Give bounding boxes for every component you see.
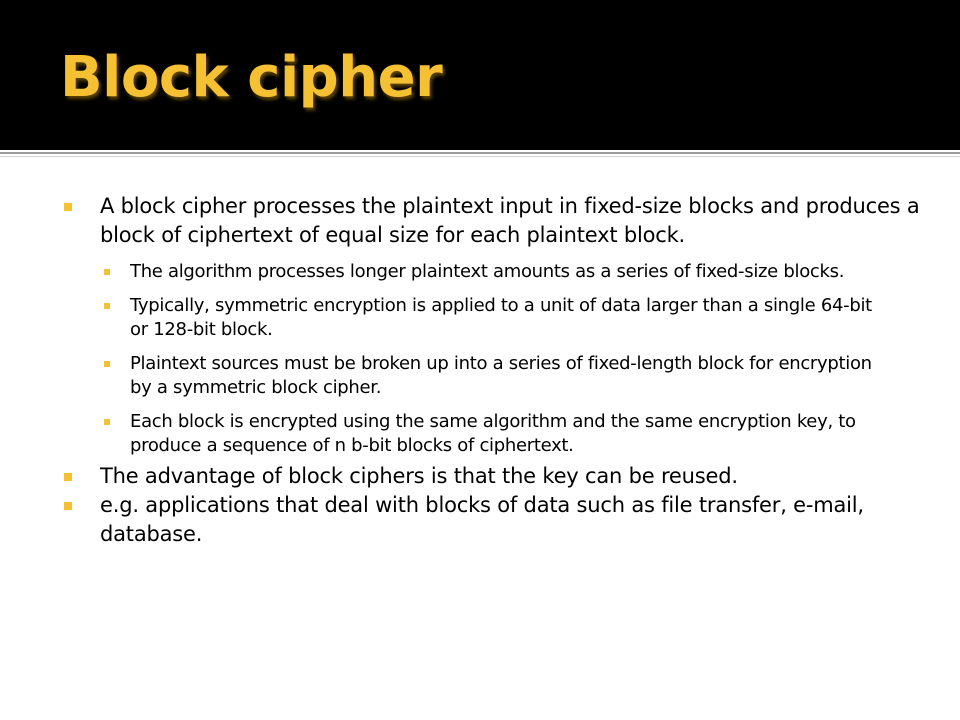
bullet-text: A block cipher processes the plaintext i…: [100, 194, 920, 247]
slide-content: A block cipher processes the plaintext i…: [60, 192, 920, 549]
sub-bullet-text: Plaintext sources must be broken up into…: [130, 353, 872, 398]
sub-bullet-list: The algorithm processes longer plaintext…: [60, 260, 920, 458]
title-bar: Block cipher: [0, 0, 960, 150]
divider-line-thin: [0, 156, 960, 157]
sub-bullet-each-block: Each block is encrypted using the same a…: [100, 410, 880, 458]
sub-bullet-text: The algorithm processes longer plaintext…: [130, 261, 845, 282]
sub-bullet-text: Typically, symmetric encryption is appli…: [130, 295, 872, 340]
square-bullet-icon: [104, 419, 110, 425]
square-bullet-icon: [104, 303, 110, 309]
square-bullet-icon: [64, 203, 72, 211]
sub-bullet-text: Each block is encrypted using the same a…: [130, 411, 856, 456]
bullet-advantage: The advantage of block ciphers is that t…: [60, 462, 920, 491]
sub-bullet-longer-plaintext: The algorithm processes longer plaintext…: [100, 260, 880, 284]
bullet-applications: e.g. applications that deal with blocks …: [60, 491, 920, 549]
bullet-block-cipher-definition: A block cipher processes the plaintext i…: [60, 192, 920, 250]
slide-title: Block cipher: [60, 45, 443, 110]
square-bullet-icon: [64, 502, 72, 510]
square-bullet-icon: [104, 269, 110, 275]
sub-bullet-plaintext-sources: Plaintext sources must be broken up into…: [100, 352, 880, 400]
divider-line: [0, 152, 960, 154]
bullet-text: e.g. applications that deal with blocks …: [100, 493, 864, 546]
sub-bullet-symmetric-encryption: Typically, symmetric encryption is appli…: [100, 294, 880, 342]
square-bullet-icon: [64, 473, 72, 481]
square-bullet-icon: [104, 361, 110, 367]
bullet-text: The advantage of block ciphers is that t…: [100, 464, 738, 488]
